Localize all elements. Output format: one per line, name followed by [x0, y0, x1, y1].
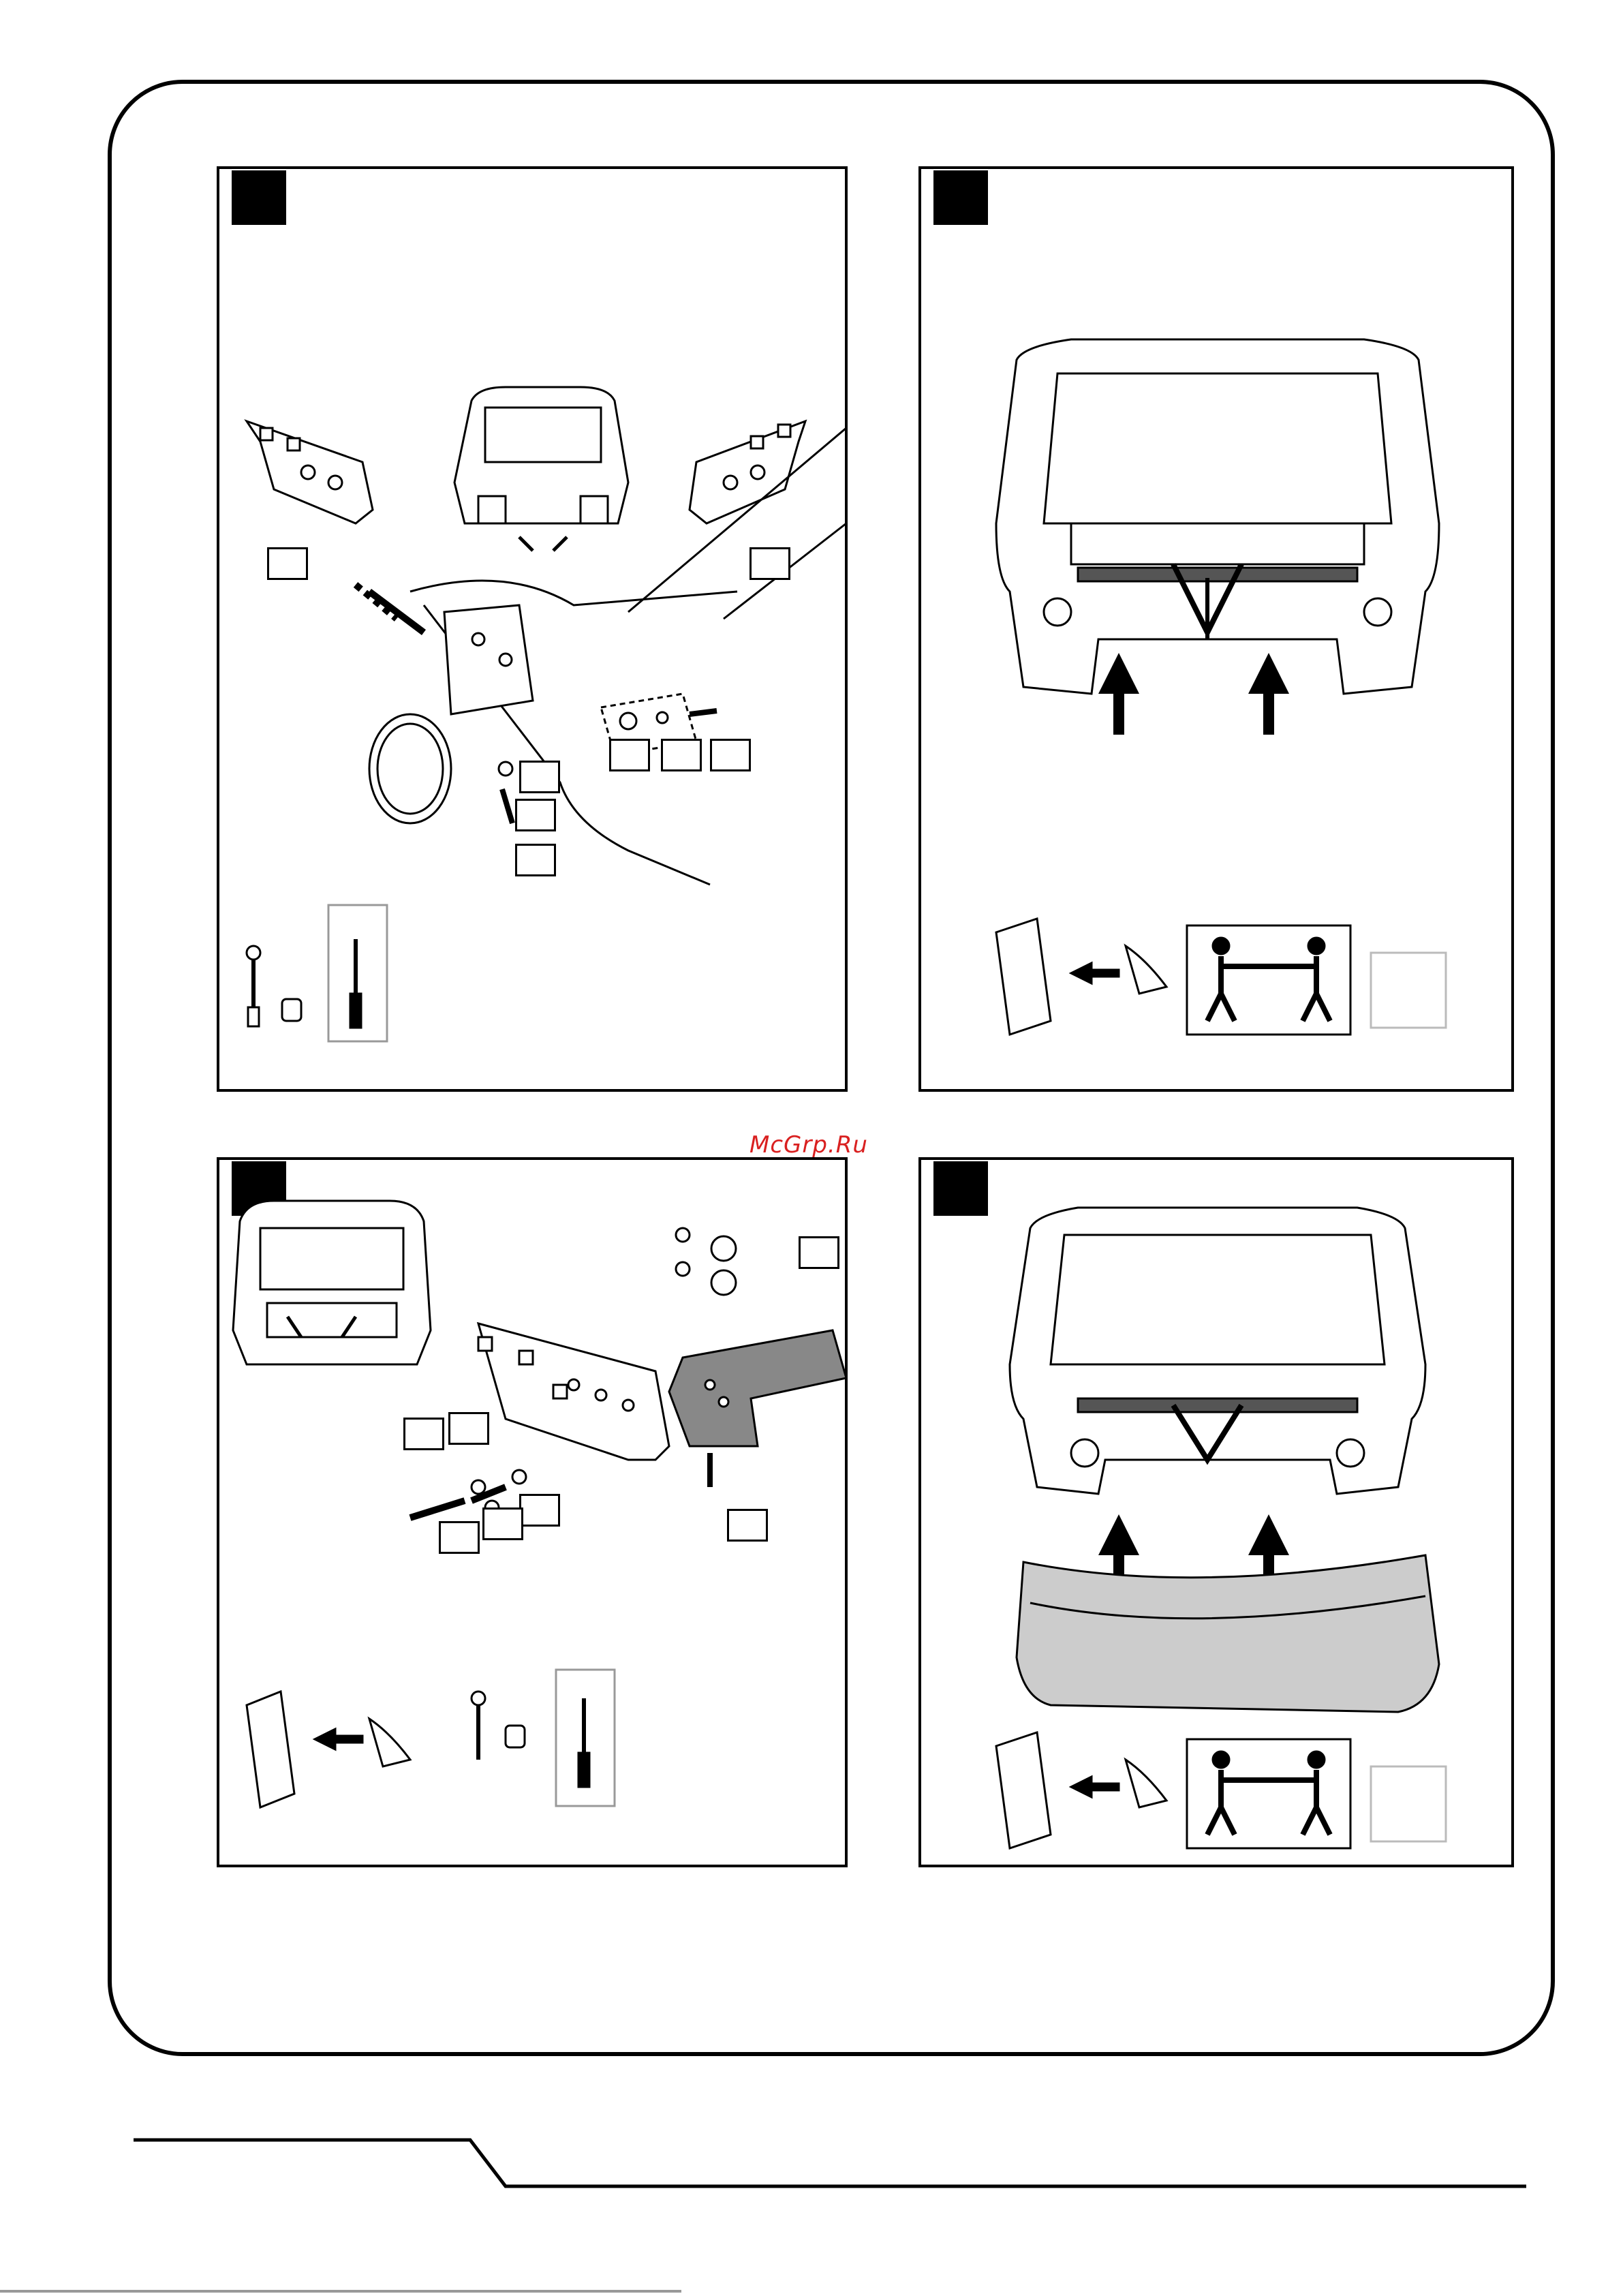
- callout-box: [515, 799, 556, 831]
- panel-4: [918, 1157, 1514, 1867]
- callout-box: [661, 739, 702, 771]
- callout-box: [439, 1521, 480, 1554]
- callout-box: [799, 1236, 839, 1269]
- callout-box: [749, 547, 790, 580]
- panel-1: [217, 166, 848, 1092]
- callout-box: [609, 739, 650, 771]
- callout-box: [710, 739, 751, 771]
- callout-box: [482, 1507, 523, 1540]
- callout-box: [267, 547, 308, 580]
- callout-box: [519, 761, 560, 793]
- panel-3: [217, 1157, 848, 1867]
- bumper-refit-diagram: [921, 1160, 1517, 1870]
- rotate-icon: [1371, 953, 1446, 1028]
- tow-bar-offer-diagram: [921, 169, 1517, 1095]
- callout-box: [727, 1509, 768, 1542]
- panel-2: [918, 166, 1514, 1092]
- watermark: McGrp.Ru: [749, 1131, 868, 1159]
- bracket-install-diagram: [219, 169, 850, 1095]
- callout-box: [515, 844, 556, 876]
- manual-icon: [996, 919, 1051, 1035]
- callout-box: [519, 1494, 560, 1527]
- rear-bumper: [1017, 1555, 1439, 1712]
- up-arrow-icon: [1098, 653, 1289, 735]
- callout-box: [403, 1418, 444, 1450]
- callout-box: [448, 1412, 489, 1445]
